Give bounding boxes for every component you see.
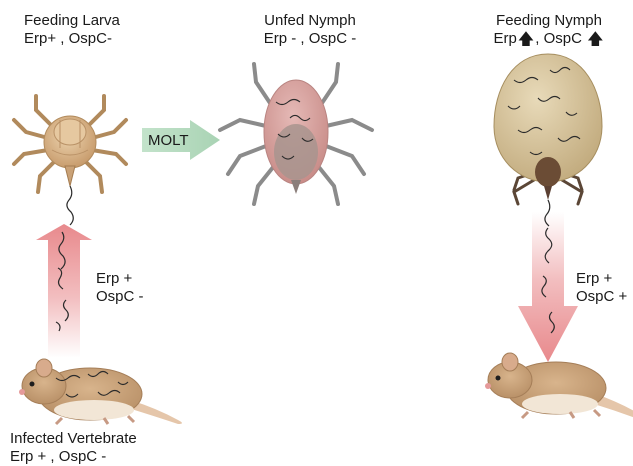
infected-mouse-icon bbox=[19, 359, 182, 424]
infected-vertebrate-markers: Erp + , OspC - bbox=[10, 448, 137, 466]
infected-vertebrate-label: Infected Vertebrate Erp + , OspC - bbox=[10, 430, 137, 466]
feeding-nymph-ospc: , OspC bbox=[535, 30, 582, 47]
feeding-larva-label: Feeding Larva Erp+ , OspC- bbox=[24, 12, 120, 48]
unfed-nymph-markers: Erp - , OspC - bbox=[254, 30, 366, 48]
down-arrow-ospc: OspC + bbox=[576, 288, 627, 306]
feeding-nymph-erp: Erp bbox=[493, 30, 516, 47]
feeding-nymph-markers: Erp🡅, OspC 🡅 bbox=[486, 30, 612, 48]
down-arrow-erp: Erp + bbox=[576, 270, 627, 288]
unfed-nymph-title: Unfed Nymph bbox=[254, 12, 366, 30]
feeding-nymph-label: Feeding Nymph Erp🡅, OspC 🡅 bbox=[486, 12, 612, 48]
unfed-nymph-icon bbox=[220, 64, 372, 204]
feeding-larva-icon bbox=[14, 96, 126, 225]
molt-label: MOLT bbox=[148, 132, 189, 149]
feeding-nymph-icon bbox=[494, 54, 602, 226]
down-transmission-arrow bbox=[518, 212, 578, 362]
feeding-larva-title: Feeding Larva bbox=[24, 12, 120, 30]
feeding-nymph-title: Feeding Nymph bbox=[486, 12, 612, 30]
feeding-larva-markers: Erp+ , OspC- bbox=[24, 30, 120, 48]
erp-up-arrow-icon: 🡅 bbox=[518, 33, 534, 47]
unfed-nymph-label: Unfed Nymph Erp - , OspC - bbox=[254, 12, 366, 48]
infected-vertebrate-title: Infected Vertebrate bbox=[10, 430, 137, 448]
ospc-up-arrow-icon: 🡅 bbox=[587, 33, 603, 47]
up-arrow-ospc: OspC - bbox=[96, 288, 144, 306]
receiving-mouse-icon bbox=[485, 353, 633, 422]
down-arrow-text: Erp + OspC + bbox=[576, 270, 627, 306]
up-arrow-text: Erp + OspC - bbox=[96, 270, 144, 306]
up-transmission-arrow bbox=[36, 224, 92, 358]
up-arrow-erp: Erp + bbox=[96, 270, 144, 288]
